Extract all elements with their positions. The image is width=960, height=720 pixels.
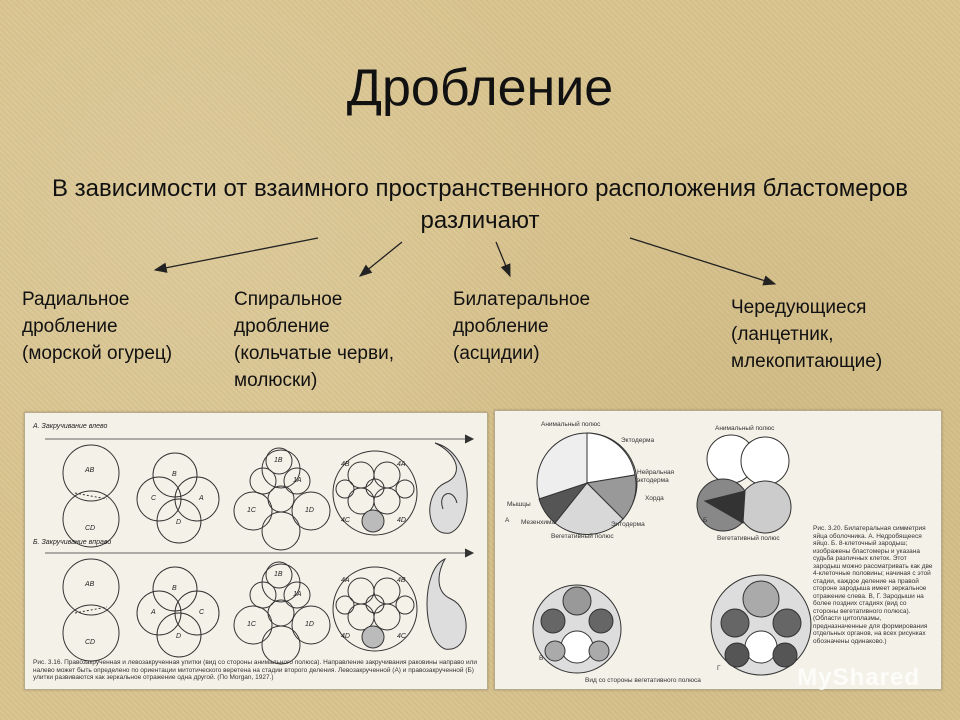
category-alternating: Чередующиеся (ланцетник, млекопитающие) bbox=[731, 297, 883, 372]
label-animal-pole-b: Анимальный полюс bbox=[715, 425, 775, 432]
label-a: А bbox=[505, 517, 510, 524]
bilateral-cleavage-figure: Анимальный полюс Эктодерма Нейральная эк… bbox=[494, 410, 942, 690]
label-vegetal-pole-b: Вегетативный полюс bbox=[717, 535, 780, 542]
label-b: Б bbox=[703, 517, 708, 524]
cell-label: 4A bbox=[397, 461, 406, 468]
cell-label: AB bbox=[85, 467, 95, 474]
label-muscles: Мышцы bbox=[507, 501, 531, 508]
cell-label: 4B bbox=[397, 577, 406, 584]
cell-label: 1B bbox=[274, 457, 283, 464]
category-arrows bbox=[153, 237, 777, 286]
cell-label: 4A bbox=[341, 577, 350, 584]
spiral-cleavage-figure: А. Закручивание влево Б. Закручивание вп… bbox=[24, 412, 488, 690]
watermark-text: MyShared bbox=[797, 664, 920, 691]
cell-label: 1D bbox=[305, 507, 314, 514]
cell-label: 1A bbox=[293, 591, 302, 598]
cell-label: B bbox=[172, 471, 177, 478]
cell-label: 4D bbox=[341, 633, 350, 640]
cell-label: A bbox=[151, 609, 156, 616]
label-mesenchyme: Мезенхима bbox=[521, 519, 556, 526]
label-animal-pole: Анимальный полюс bbox=[541, 421, 601, 428]
slide-title: Дробление bbox=[346, 59, 614, 117]
label-neural-ectoderm: Нейральная эктодерма bbox=[637, 469, 675, 484]
cell-label: 4B bbox=[341, 461, 350, 468]
cell-label: C bbox=[151, 495, 157, 502]
cell-label: 4C bbox=[341, 517, 350, 524]
row-a-label: А. Закручивание влево bbox=[33, 423, 108, 430]
label-ectoderm: Эктодерма bbox=[621, 437, 655, 444]
cell-label: 1A bbox=[293, 477, 302, 484]
cell-label: D bbox=[176, 633, 182, 640]
cell-label: 4C bbox=[397, 633, 406, 640]
category-bilateral: Билатеральное дробление (асцидии) bbox=[453, 289, 591, 364]
label-d: Г bbox=[717, 665, 721, 672]
right-figure-caption: Рис. 3.20. Билатеральная симметрия яйца … bbox=[813, 525, 933, 645]
label-vegetal-pole: Вегетативный полюс bbox=[551, 533, 614, 540]
category-radial: Радиальное дробление (морской огурец) bbox=[22, 289, 173, 364]
arrow-spiral bbox=[358, 241, 403, 277]
cell-label: C bbox=[199, 609, 205, 616]
cell-label: 1D bbox=[305, 621, 314, 628]
cell-label: 4D bbox=[397, 517, 406, 524]
slide-subtitle: В зависимости от взаимного пространствен… bbox=[51, 175, 909, 234]
label-endoderm: Энтодерма bbox=[611, 521, 645, 528]
row-b-label: Б. Закручивание вправо bbox=[33, 539, 112, 546]
cell-label: CD bbox=[85, 639, 96, 646]
cell-label: 1C bbox=[247, 621, 256, 628]
cell-label: 1C bbox=[247, 507, 256, 514]
arrow-radial bbox=[153, 237, 319, 273]
cell-label: CD bbox=[85, 525, 96, 532]
label-c: В bbox=[539, 655, 544, 662]
cell-label: AB bbox=[85, 581, 95, 588]
label-vegetal-view: Вид со стороны вегетативного полюса bbox=[585, 677, 701, 684]
label-notochord: Хорда bbox=[645, 495, 664, 502]
category-spiral: Спиральное дробление (кольчатые черви, м… bbox=[234, 289, 394, 391]
cell-label: A bbox=[199, 495, 204, 502]
arrow-bilateral bbox=[495, 241, 511, 278]
cell-label: D bbox=[176, 519, 182, 526]
cell-label: B bbox=[172, 585, 177, 592]
arrow-alternating bbox=[629, 237, 777, 286]
left-figure-caption: Рис. 3.16. Правозакрученная и левозакруч… bbox=[33, 659, 478, 681]
cell-label: 1B bbox=[274, 571, 283, 578]
